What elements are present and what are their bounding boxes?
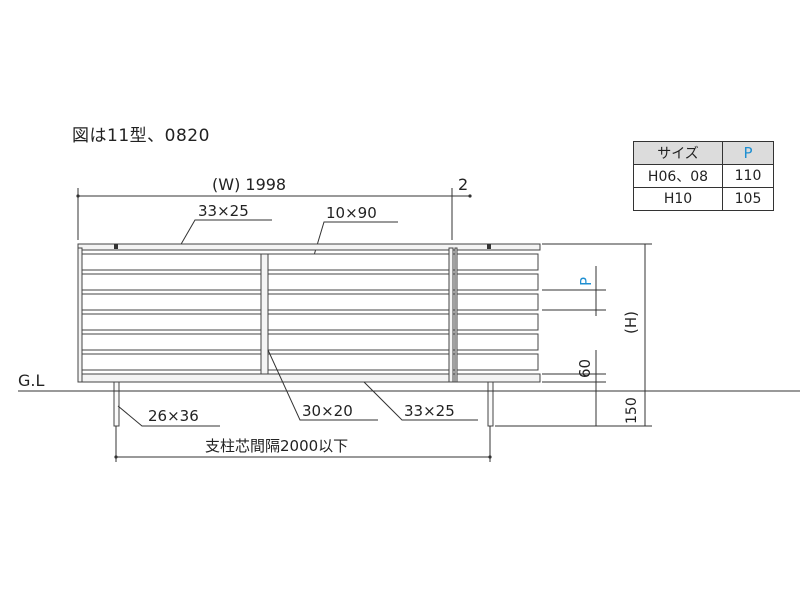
figure-note: 図は11型、0820: [72, 126, 210, 146]
gap-label: 2: [458, 175, 468, 194]
post-spacing-label: 支柱芯間隔2000以下: [205, 437, 348, 455]
width-dimension: [76, 188, 472, 240]
mid-post-label: 30×20: [302, 402, 353, 420]
embed-label: 150: [624, 397, 640, 424]
size-table-header: サイズ P: [633, 141, 774, 165]
p-cell: 105: [722, 187, 774, 211]
width-label: (W) 1998: [212, 175, 286, 194]
post-caps: [114, 244, 491, 249]
p-cell: 110: [722, 164, 774, 188]
size-table-row: H06、08 110: [633, 164, 774, 188]
post-spacing-dimension: [114, 426, 492, 462]
bottom-rail-label: 33×25: [404, 402, 455, 420]
bottom-leaders: [117, 349, 478, 427]
size-cell: H10: [633, 187, 723, 211]
ground-line-label: G.L: [18, 371, 44, 390]
right-dimensions: [495, 243, 652, 427]
height-label: (H): [622, 311, 640, 334]
slat-label: 10×90: [326, 204, 377, 222]
pitch-label: P: [577, 277, 595, 286]
fence-panel: [77, 243, 541, 383]
top-rail-label: 33×25: [198, 202, 249, 220]
size-table: サイズ P H06、08 110 H10 105: [633, 141, 774, 211]
size-table-row: H10 105: [633, 187, 774, 211]
bottom-gap-label: 60: [576, 359, 594, 378]
post-label: 26×36: [148, 407, 199, 425]
